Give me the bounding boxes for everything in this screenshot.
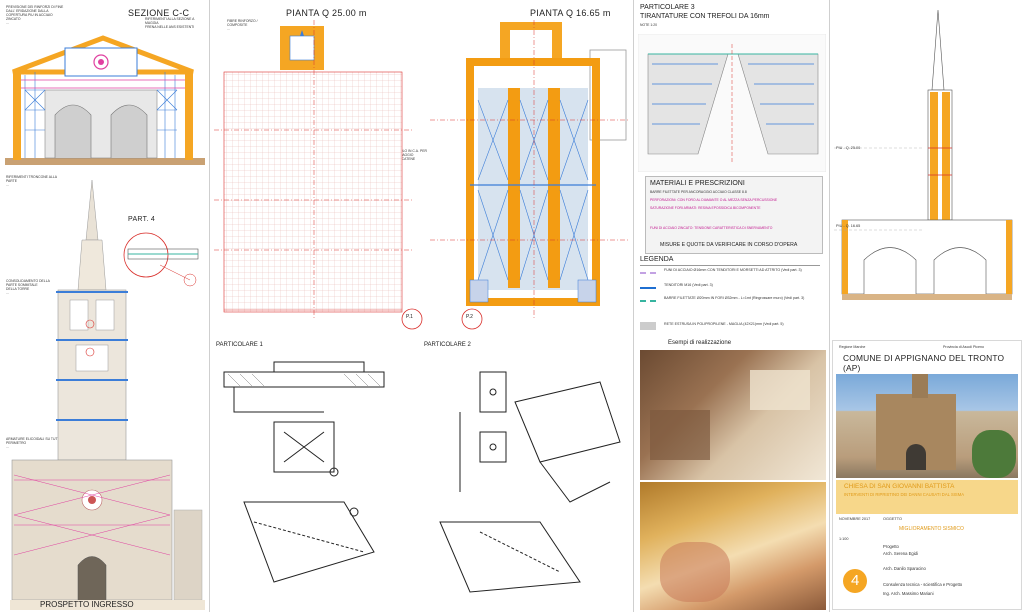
church-subtitle: INTERVENTI DI RIPRISTINO DEI DANNI CAUSA… <box>844 492 964 497</box>
consulente: Ing. Arch. Massimo Mariani <box>883 591 934 596</box>
divider-1 <box>209 0 210 612</box>
prospetto-title: PROSPETTO INGRESSO <box>40 600 134 609</box>
prospetto-drawing <box>10 180 205 610</box>
pianta-2500-drawing <box>214 20 414 320</box>
sezione-note-left: PREVISIONE DEI RINFORZI DI FINE DALL' ER… <box>6 5 64 25</box>
church-title-band: CHIESA DI SAN GIOVANNI BATTISTA INTERVEN… <box>836 480 1018 514</box>
particolare1-sketch <box>223 361 385 583</box>
level-label-1: PIU - Q. 25.00 <box>836 146 861 150</box>
church-photo <box>836 374 1018 478</box>
p-callouts <box>401 308 483 330</box>
part4-detail <box>123 232 199 287</box>
tavola-number: 4 <box>851 572 860 589</box>
example-photo-2 <box>640 482 826 610</box>
oggetto-value: MIGLIORAMENTO SISMICO <box>899 526 964 532</box>
divider-3 <box>829 0 830 612</box>
particolare1-title: PARTICOLARE 1 <box>216 342 263 348</box>
legend-swatch-4 <box>640 322 656 330</box>
particolare3-drawing <box>638 34 826 172</box>
materials-line-4: FUNI DI ACCIAIO ZINCATO: TENSIONE CARATT… <box>650 226 773 230</box>
province-label: Provincia di Ascoli Piceno <box>943 345 984 349</box>
title-block: Regione Marche Provincia di Ascoli Picen… <box>832 340 1022 610</box>
comune-title: COMUNE DI APPIGNANO DEL TRONTO (AP) <box>843 353 1005 373</box>
date-value: NOVEMBRE 2017 <box>839 517 871 521</box>
legend-swatch-1 <box>640 272 656 274</box>
materials-box: MATERIALI E PRESCRIZIONI BARRE FILETTATE… <box>645 176 823 254</box>
designer-1: Arch. Serena Egidi <box>883 551 918 556</box>
particolare2-title: PARTICOLARE 2 <box>424 342 471 348</box>
legend-label-3: BARRE FILETTATE Ø20mm IN FORI Ø32mm - L=… <box>664 296 805 300</box>
part4-title: PART. 4 <box>128 216 156 223</box>
tower-note-2: CONSOLIDAMENTO DELLA PARTE SOMMITALE DEL… <box>6 279 50 295</box>
pianta-note: FIBRE RINFORZO / COMPOSITE ... <box>227 19 258 31</box>
p1-tag: P.1 <box>406 314 413 320</box>
materials-footer: MISURE E QUOTE DA VERIFICARE IN CORSO D'… <box>660 242 798 248</box>
legend-swatch-3 <box>640 300 656 302</box>
pianta-2500-title: PIANTA Q 25.00 m <box>286 8 367 18</box>
example-photo-1 <box>640 350 826 480</box>
esempi-title: Esempi di realizzazione <box>668 340 732 346</box>
tavola-badge <box>843 569 867 593</box>
pianta-1665-drawing <box>430 20 630 320</box>
sezione-cc-title: SEZIONE C-C <box>128 8 190 18</box>
particolare3-subtitle: TIRANTATURE CON TREFOLI DA 16mm <box>640 13 770 20</box>
progetto-label: Progetto <box>883 544 899 549</box>
legend-swatch-2 <box>640 287 656 289</box>
tower-note-1: RIFERIMENTI TRONCONE ALLA PARTE ... <box>6 175 57 187</box>
particolare2-sketch <box>439 371 621 593</box>
church-name: CHIESA DI SAN GIOVANNI BATTISTA <box>844 483 955 490</box>
section-cc-drawing <box>5 30 205 175</box>
materials-line-1: BARRE FILETTATE PER ANCORAGGIO ACCIAIO C… <box>650 190 747 194</box>
oggetto-label: OGGETTO <box>883 517 902 521</box>
legend-label-2: TENDITORI M16 (Vedi part. 3) <box>664 283 713 287</box>
level-label-2: PIU - Q. 16.65 <box>836 224 861 228</box>
longitudinal-section <box>834 10 1013 300</box>
p2-tag: P.2 <box>466 314 473 320</box>
materials-title: MATERIALI E PRESCRIZIONI <box>650 180 745 187</box>
legend-rule <box>640 265 820 266</box>
particolare3-title: PARTICOLARE 3 <box>640 4 695 11</box>
materials-line-3: SATURAZIONE FORI ARMATI: RESINA EPOSSIDI… <box>650 206 761 210</box>
consulenza-label: Consulenza tecnica - scientifica e Proge… <box>883 582 963 587</box>
materials-line-2: PERFORAZIONI: CON FORO AL DIAMANTE O AL … <box>650 198 778 202</box>
designer-2: Arch. Danilo Sparacino <box>883 566 926 571</box>
scale-value: 1:100 <box>839 537 849 541</box>
region-label: Regione Marche <box>839 345 866 349</box>
pianta-1665-title: PIANTA Q 16.65 m <box>530 8 611 18</box>
legend-label-1: FUNI DI ACCIAIO Ø16mm CON TENDITORI E MO… <box>664 268 802 272</box>
legend-title: LEGENDA <box>640 256 674 263</box>
divider-2 <box>633 0 634 612</box>
legend-label-4: RETE ESTRUSA IN POLIPROPILENE - MAGLIA (… <box>664 322 784 326</box>
particolare3-note: NOTE 1:20 <box>640 23 657 27</box>
